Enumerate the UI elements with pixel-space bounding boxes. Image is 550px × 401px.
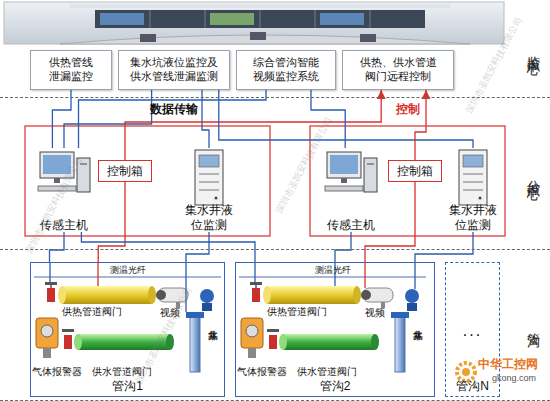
zone-band: 监控中心供热管线泄漏监控 集水坑液位监控及供水管线泄漏监测 综合管沟智能视频监控系统… xyxy=(0,0,550,98)
node-text: 传感主机 xyxy=(327,218,375,232)
part-label: 供水管道阀门 xyxy=(297,366,357,378)
watermark: 深圳市圣凯安科技有限公司 xyxy=(24,155,84,255)
node-text: 管沟N xyxy=(456,378,489,395)
node-text: 控制箱 xyxy=(107,163,143,180)
system-box: 供热、供水管道阀门远程控制 xyxy=(342,50,454,90)
connector xyxy=(50,232,65,262)
node-text: 分控中心 xyxy=(524,170,542,178)
node-text: 综合管沟智能视频监控系统 xyxy=(252,56,320,84)
cabinet-icon xyxy=(195,150,223,205)
zone-band: 管沟管沟1管沟2...管沟N xyxy=(0,250,550,401)
device-node: 集水井液位监测 xyxy=(180,148,238,232)
connector xyxy=(64,90,152,148)
device-node: 传感主机 xyxy=(322,148,380,232)
connector xyxy=(125,90,381,160)
watermark: 深圳市圣凯安科技有限公司 xyxy=(134,285,194,385)
node-text: 管沟2 xyxy=(320,378,351,395)
node-text: 集水坑液位监控及供水管线泄漏监测 xyxy=(129,56,219,84)
part-label: 供热管道阀门 xyxy=(267,306,327,318)
part-label: 供热管道阀门 xyxy=(62,306,122,318)
connector xyxy=(415,90,426,160)
signal-wire xyxy=(50,262,415,312)
node-text: 控制箱 xyxy=(397,163,433,180)
node-text: 供热、供水管道阀门远程控制 xyxy=(358,56,438,84)
node-text: 管沟 xyxy=(524,323,542,327)
zone-band: 分控中心传感主机控制箱集水井液位监测传感主机控制箱集水井液位监测 xyxy=(0,98,550,250)
watermark: 深圳市圣凯安科技有限公司 xyxy=(464,15,524,115)
connector xyxy=(186,232,209,262)
part-label: 气体报警器 xyxy=(237,366,287,378)
system-box: 集水坑液位监控及供水管线泄漏监测 xyxy=(118,50,230,90)
substation-frame xyxy=(310,126,505,236)
fiber-label: 测温光纤 xyxy=(110,265,146,275)
connector xyxy=(415,232,473,262)
edge-label: 控制 xyxy=(396,103,420,117)
watermark: 深圳市圣凯安科技有限公司 xyxy=(274,115,334,215)
connector xyxy=(98,182,125,262)
connector xyxy=(52,90,71,148)
system-box: 供热管线泄漏监控 xyxy=(30,50,112,90)
connector xyxy=(219,90,473,148)
system-box: 综合管沟智能视频监控系统 xyxy=(236,50,336,90)
control-box: 控制箱 xyxy=(388,160,442,182)
connector xyxy=(79,90,267,148)
watermark: 中华工控网 xyxy=(478,358,538,372)
watermark: gkong.com xyxy=(492,373,536,383)
part-label: 气体报警器 xyxy=(32,366,82,378)
node-text: 集水井液位监测 xyxy=(448,203,498,232)
part-label: 视频 xyxy=(365,307,385,319)
device-node: 集水井液位监测 xyxy=(445,148,501,232)
node-text: 集水井液位监测 xyxy=(184,203,234,232)
connector xyxy=(202,90,209,148)
logo-gear xyxy=(457,363,475,381)
trench-box: ... 管沟N xyxy=(445,262,500,397)
control-box: 控制箱 xyxy=(98,160,152,182)
node-text: ... xyxy=(463,322,482,340)
transfer-label: 数据传输 xyxy=(150,103,198,117)
connector xyxy=(335,232,351,262)
node-text: 监控中心 xyxy=(524,45,542,53)
fiber-label: 测温光纤 xyxy=(315,265,351,275)
control-room-photo xyxy=(4,2,504,44)
connector xyxy=(81,232,255,262)
node-text: 供热管线泄漏监控 xyxy=(48,56,94,84)
